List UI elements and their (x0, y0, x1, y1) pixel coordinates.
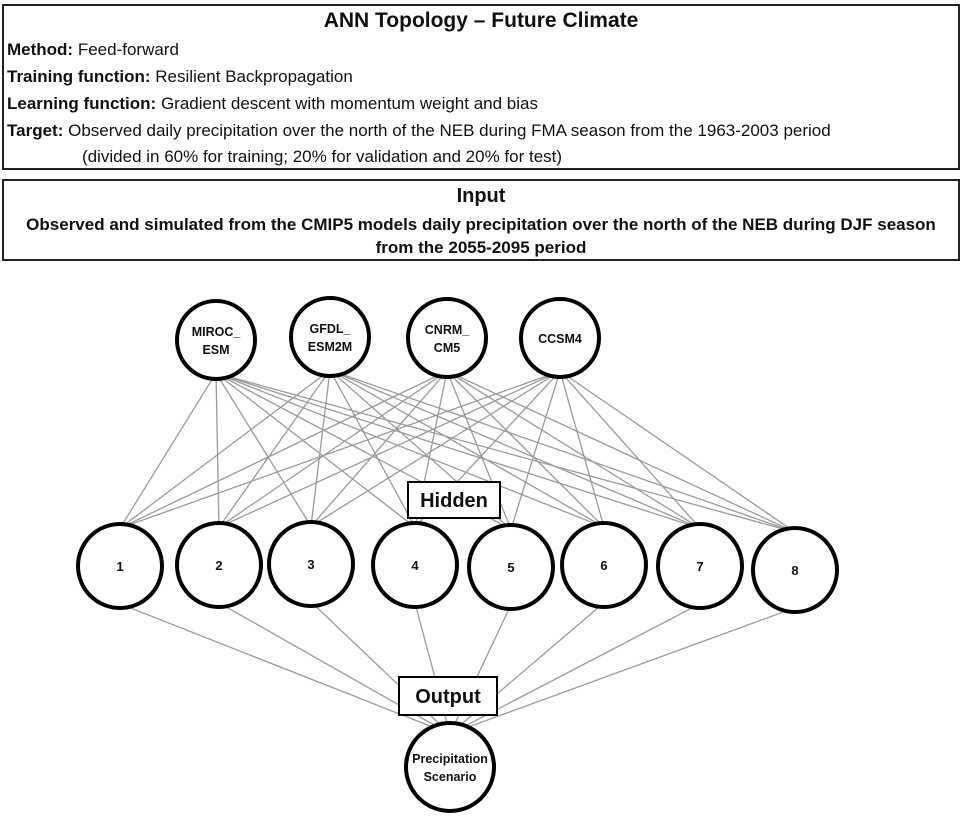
output-node-label: Precipitation (412, 752, 488, 766)
edge-input-4-hidden-1 (119, 370, 561, 529)
input-node-circle (519, 297, 601, 379)
edge-input-2-hidden-7 (329, 369, 701, 529)
input-node: MIROC_ ESM (175, 299, 257, 381)
edge-hidden-1-output (119, 603, 434, 729)
hidden-node-label: 5 (507, 560, 514, 575)
input-node-label: CM5 (434, 341, 460, 355)
hidden-layer-label: Hidden (407, 481, 501, 519)
training-label: Training function: (7, 67, 151, 86)
input-node-label: MIROC_ (192, 325, 242, 339)
hidden-node-circle (467, 523, 555, 611)
edge-input-2-hidden-1 (119, 369, 331, 529)
hidden-node: 6 (560, 521, 648, 609)
input-node-label: ESM2M (308, 340, 352, 354)
edge-input-4-hidden-6 (559, 370, 605, 528)
input-node-circle (406, 297, 488, 379)
edge-input-3-hidden-1 (119, 370, 448, 529)
training-line: Training function: Resilient Backpropaga… (7, 67, 353, 87)
edge-input-3-hidden-2 (218, 370, 448, 528)
hidden-node-label: 1 (116, 559, 123, 574)
hidden-node-circle (656, 522, 744, 610)
hidden-node-circle (371, 521, 459, 609)
input-node-label: ESM (202, 343, 229, 357)
hidden-node-label: 6 (600, 558, 607, 573)
edge-input-4-hidden-3 (310, 370, 561, 527)
edge-input-1-hidden-1 (119, 372, 217, 529)
connections (119, 369, 796, 729)
method-line: Method: Feed-forward (7, 40, 179, 60)
edge-input-3-hidden-7 (446, 370, 701, 529)
hidden-label-text: Hidden (420, 490, 488, 512)
input-node: CCSM4 (519, 297, 601, 379)
hidden-node-label: 2 (215, 558, 222, 573)
training-value: Resilient Backpropagation (155, 67, 353, 86)
edge-input-1-hidden-7 (215, 372, 701, 529)
method-value: Feed-forward (77, 40, 179, 59)
hidden-node: 8 (751, 526, 839, 614)
input-node-circle (289, 296, 371, 378)
hidden-label-box (407, 481, 501, 519)
target-value: Observed daily precipitation over the no… (68, 121, 831, 140)
hidden-node-circle (751, 526, 839, 614)
edge-input-1-hidden-6 (215, 372, 605, 528)
target-label: Target: (7, 121, 64, 140)
edge-input-2-hidden-3 (310, 370, 331, 527)
edge-input-4-hidden-5 (510, 370, 561, 530)
input-node-label: GFDL_ (310, 322, 352, 336)
hidden-node: 2 (175, 521, 263, 609)
edge-input-4-hidden-2 (218, 370, 561, 528)
edge-input-2-hidden-8 (329, 369, 796, 533)
edge-input-1-hidden-8 (215, 372, 796, 533)
edge-input-1-hidden-2 (215, 373, 220, 528)
hidden-node-label: 4 (411, 558, 419, 573)
input-title: Input (456, 185, 506, 207)
topology-title: ANN Topology – Future Climate (323, 9, 639, 32)
edge-input-4-hidden-8 (559, 370, 796, 533)
input-box: Input Observed and simulated from the CM… (2, 179, 960, 261)
hidden-node: 1 (76, 522, 164, 610)
hidden-node-circle (560, 521, 648, 609)
input-node-label: CNRM_ (425, 323, 470, 337)
edge-input-3-hidden-3 (310, 370, 448, 527)
hidden-node: 3 (267, 520, 355, 608)
edge-input-3-hidden-8 (446, 370, 796, 533)
input-node-circle (175, 299, 257, 381)
input-description: Observed and simulated from the CMIP5 mo… (26, 215, 936, 257)
edge-hidden-7-output (462, 603, 701, 728)
hidden-node-label: 8 (791, 563, 798, 578)
edge-input-2-hidden-4 (329, 369, 416, 528)
output-node-label: Scenario (424, 770, 477, 784)
edge-input-1-hidden-3 (215, 372, 312, 527)
output-node-circle (404, 721, 496, 813)
output-layer-label: Output (398, 676, 498, 716)
output-label-text: Output (415, 686, 481, 708)
edge-hidden-8-output (467, 607, 796, 729)
hidden-node-label: 3 (307, 557, 314, 572)
hidden-node: 4 (371, 521, 459, 609)
hidden-node-circle (76, 522, 164, 610)
topology-box: ANN Topology – Future Climate Method: Fe… (2, 4, 960, 170)
hidden-node: 7 (656, 522, 744, 610)
target-split-line: (divided in 60% for training; 20% for va… (82, 147, 563, 166)
edge-input-2-hidden-2 (218, 369, 331, 528)
edge-input-1-hidden-4 (215, 372, 416, 528)
hidden-node-circle (175, 521, 263, 609)
edge-input-4-hidden-7 (559, 370, 701, 529)
target-line: Target: Observed daily precipitation ove… (7, 121, 831, 141)
input-node: CNRM_ CM5 (406, 297, 488, 379)
learning-line: Learning function: Gradient descent with… (7, 94, 538, 114)
hidden-node: 5 (467, 523, 555, 611)
input-node: GFDL_ ESM2M (289, 296, 371, 378)
learning-value: Gradient descent with momentum weight an… (160, 94, 538, 113)
input-node-label: CCSM4 (538, 332, 582, 346)
edge-input-2-hidden-6 (329, 369, 605, 528)
method-label: Method: (7, 40, 74, 59)
learning-label: Learning function: (7, 94, 157, 113)
edge-input-3-hidden-6 (446, 370, 605, 528)
hidden-node-circle (267, 520, 355, 608)
hidden-node-label: 7 (696, 559, 703, 574)
output-label-box (398, 676, 498, 716)
